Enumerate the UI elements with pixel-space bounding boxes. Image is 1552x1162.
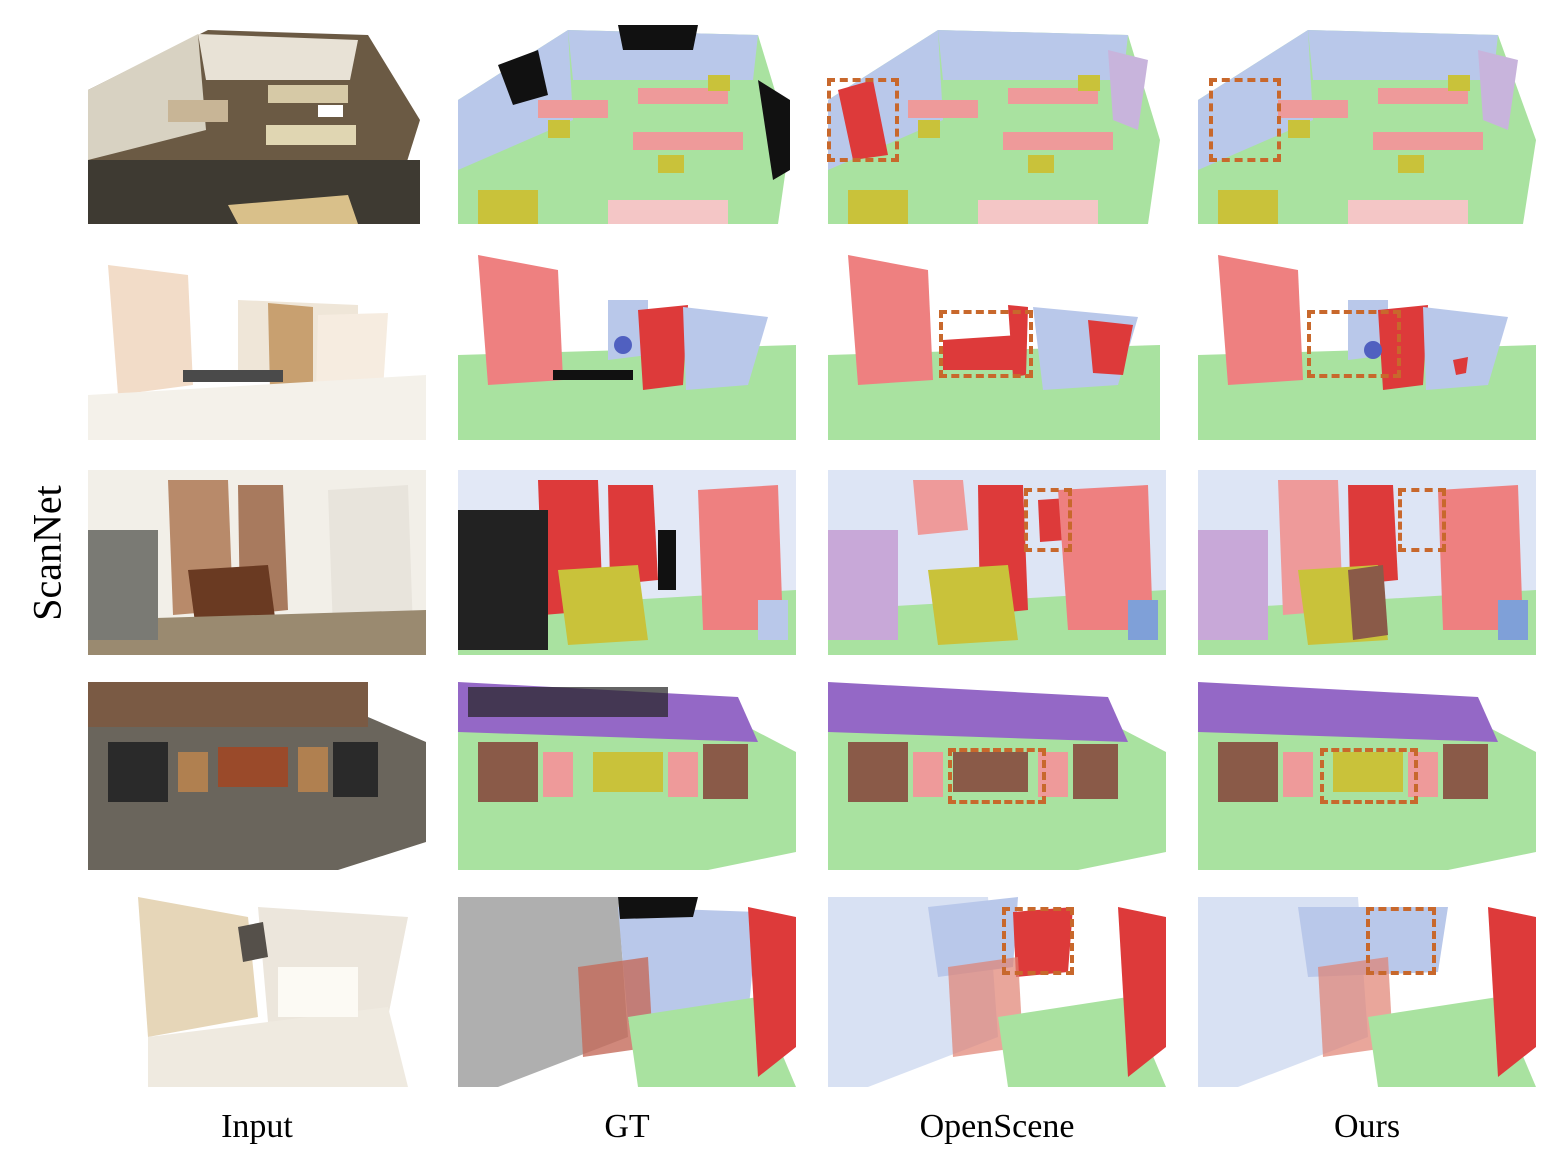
ours-scene-5 bbox=[1198, 897, 1536, 1087]
highlight-box-ours-1 bbox=[1209, 78, 1281, 162]
ours-scene-4 bbox=[1198, 682, 1536, 870]
highlight-box-openscene-5 bbox=[1002, 907, 1074, 975]
openscene-scene-3 bbox=[828, 470, 1166, 655]
highlight-box-ours-2 bbox=[1307, 310, 1401, 378]
input-scene-2 bbox=[88, 245, 426, 440]
openscene-scene-1 bbox=[828, 20, 1160, 224]
highlight-box-openscene-1 bbox=[827, 78, 899, 162]
highlight-box-openscene-3 bbox=[1024, 488, 1072, 552]
openscene-scene-4 bbox=[828, 682, 1166, 870]
ours-scene-3 bbox=[1198, 470, 1536, 655]
gt-scene-1 bbox=[458, 20, 790, 224]
gt-scene-4 bbox=[458, 682, 796, 870]
highlight-box-ours-4 bbox=[1320, 748, 1418, 804]
gt-scene-3 bbox=[458, 470, 796, 655]
input-scene-4 bbox=[88, 682, 426, 870]
column-label-ours: Ours bbox=[1333, 1108, 1401, 1145]
input-scene-1 bbox=[88, 20, 420, 224]
input-scene-5 bbox=[88, 897, 426, 1087]
gt-scene-2 bbox=[458, 245, 796, 440]
gt-scene-5 bbox=[458, 897, 796, 1087]
openscene-scene-5 bbox=[828, 897, 1166, 1087]
ours-scene-1 bbox=[1198, 20, 1536, 224]
highlight-box-ours-5 bbox=[1366, 907, 1436, 975]
highlight-box-openscene-4 bbox=[948, 748, 1046, 804]
dataset-label-text: ScanNet bbox=[24, 485, 70, 621]
dataset-row-label: ScanNet bbox=[0, 0, 90, 1162]
input-scene-3 bbox=[88, 470, 426, 655]
highlight-box-ours-3 bbox=[1398, 488, 1446, 552]
column-label-input: Input bbox=[221, 1108, 293, 1145]
openscene-scene-2 bbox=[828, 245, 1160, 440]
highlight-box-openscene-2 bbox=[939, 310, 1033, 378]
column-label-gt: GT bbox=[604, 1108, 650, 1145]
ours-scene-2 bbox=[1198, 245, 1536, 440]
column-label-openscene: OpenScene bbox=[919, 1108, 1075, 1145]
